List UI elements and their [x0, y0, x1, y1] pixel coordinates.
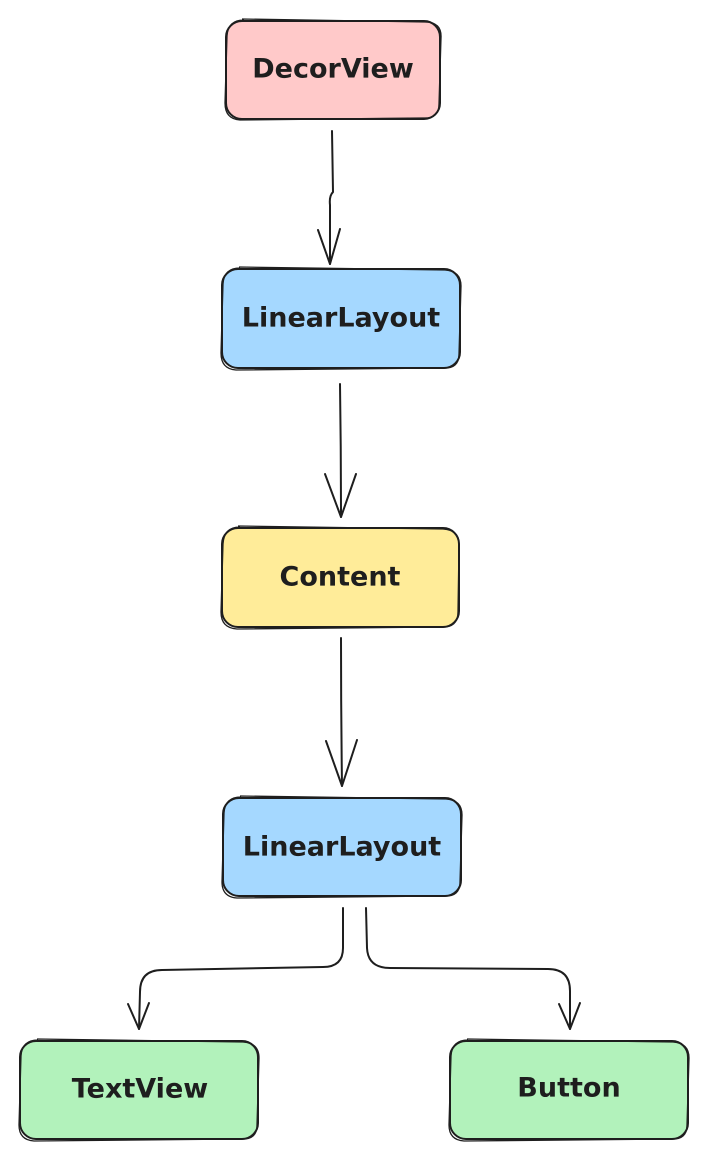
edge-content-to-linearlayout-arrowhead — [325, 739, 358, 787]
node-textview-label: TextView — [72, 1074, 208, 1105]
node-linearlayout-outer-sketch-outline — [220, 266, 462, 371]
node-content-sketch-outline — [220, 525, 460, 630]
node-decorview-sketch-outline — [224, 18, 442, 121]
edge-linearlayout-to-button-arrowhead — [558, 1002, 581, 1030]
edge-content-to-linearlayout — [325, 637, 358, 787]
node-decorview-label: DecorView — [252, 54, 414, 85]
node-linearlayout-inner-label: LinearLayout — [243, 832, 441, 863]
node-linearlayout-inner: LinearLayout — [221, 795, 463, 899]
edge-decorview-to-linearlayout-line — [328, 130, 334, 265]
edge-linearlayout-to-button-line — [365, 907, 571, 1030]
node-linearlayout-outer-label: LinearLayout — [242, 303, 440, 334]
node-button-label: Button — [517, 1073, 620, 1104]
node-decorview: DecorView — [224, 18, 442, 121]
edge-content-to-linearlayout-line — [340, 637, 343, 787]
edge-decorview-to-linearlayout — [317, 130, 341, 265]
node-button: Button — [448, 1038, 690, 1142]
node-textview: TextView — [18, 1038, 260, 1142]
edge-linearlayout-to-button — [365, 907, 581, 1030]
node-linearlayout-outer: LinearLayout — [220, 266, 462, 371]
edge-linearlayout-to-content-line — [339, 383, 342, 518]
node-button-sketch-outline — [448, 1038, 690, 1142]
edge-linearlayout-to-textview — [127, 907, 344, 1030]
node-linearlayout-inner-sketch-outline — [221, 795, 463, 899]
node-textview-sketch-outline — [18, 1038, 260, 1142]
edge-linearlayout-to-textview-arrowhead — [127, 1002, 150, 1030]
edge-decorview-to-linearlayout-arrowhead — [317, 228, 341, 265]
node-content-label: Content — [280, 562, 401, 593]
edge-linearlayout-to-textview-line — [138, 907, 344, 1030]
node-content: Content — [220, 525, 460, 630]
edge-linearlayout-to-content — [324, 383, 357, 518]
edge-linearlayout-to-content-arrowhead — [324, 473, 357, 518]
